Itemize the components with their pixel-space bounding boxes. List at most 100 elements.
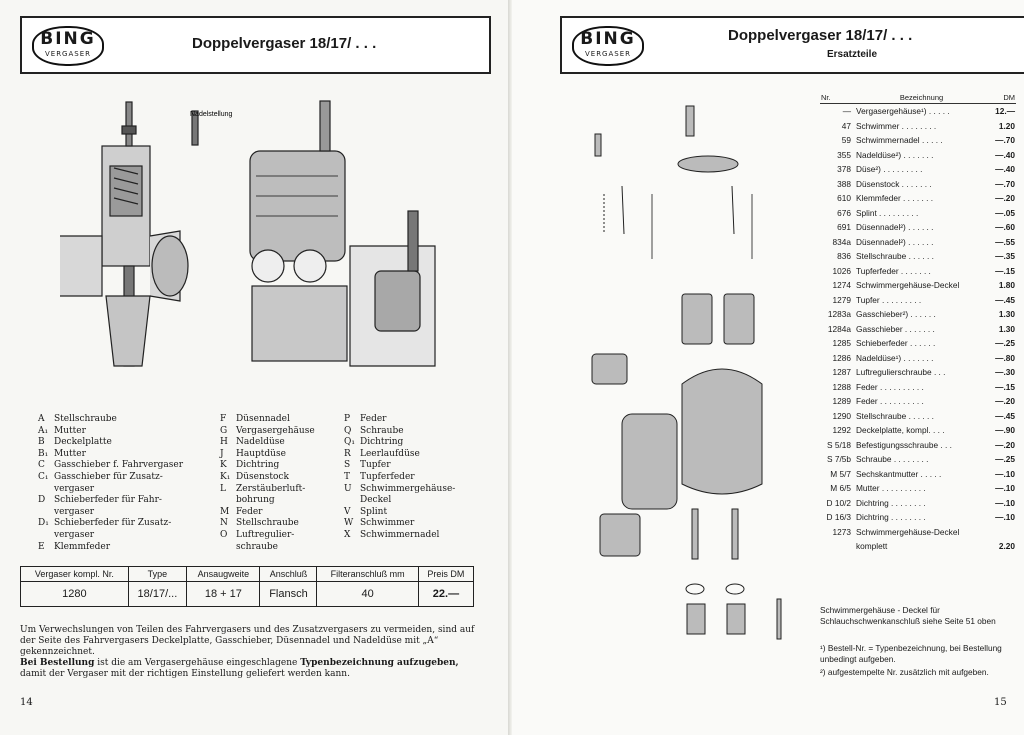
table-cell: —.15 [995, 381, 1015, 392]
table-cell: —.90 [995, 425, 1015, 436]
table-cell: 59 [841, 135, 851, 146]
table-cell: 1026 [832, 265, 851, 276]
table-cell: —.10 [995, 497, 1015, 508]
table-cell: 378 [837, 164, 851, 175]
table-cell: Schwimmernadel . . . . . [856, 135, 943, 146]
table-cell: Düsennadel²) . . . . . . [856, 236, 934, 247]
table-cell: —.20 [995, 396, 1015, 407]
column-header: Preis DM [417, 566, 475, 582]
table-cell: Nadeldüse¹) . . . . . . . [856, 352, 934, 363]
table-cell: 22.— [417, 581, 475, 607]
table-cell: —.15 [995, 265, 1015, 276]
logo-text: BING [40, 29, 96, 49]
table-cell: 1274 [832, 280, 851, 291]
logo-subtext: VERGASER [44, 50, 92, 58]
table-cell [988, 525, 1016, 540]
legend-item: vergaser [54, 529, 95, 540]
table-cell: 1288 [832, 381, 851, 392]
table-cell: Nadeldüse²) . . . . . . . [856, 149, 934, 160]
table-cell: 1285 [832, 338, 851, 349]
table-cell: —.10 [995, 468, 1015, 479]
table-cell: M 5/7 [830, 468, 851, 479]
column-header: Bezeichnung [855, 92, 988, 104]
bing-logo: BING VERGASER [572, 26, 644, 66]
legend-item: bohrung [236, 495, 275, 506]
table-cell: Dichtring . . . . . . . . [856, 497, 926, 508]
right-header: BING VERGASER Doppelvergaser 18/17/ . . … [560, 16, 1024, 74]
table-cell: 691 [837, 222, 851, 233]
page-number: 14 [20, 697, 33, 708]
table-cell: —.30 [995, 367, 1015, 378]
order-note: Bei Bestellung ist die am Vergasergehäus… [20, 658, 459, 679]
table-cell: 18 + 17 [186, 581, 261, 607]
table-cell: Dichtring . . . . . . . . [856, 512, 926, 523]
table-cell: M 6/5 [830, 483, 851, 494]
table-cell: 18/17/... [127, 581, 188, 607]
table-cell: —.25 [995, 338, 1015, 349]
table-cell: 12.— [995, 106, 1015, 117]
table-cell: Vergasergehäuse¹) . . . . . [856, 106, 950, 117]
footnote-1: ¹) Bestell-Nr. = Typenbezeichnung, bei B… [820, 643, 1002, 664]
page-title: Doppelvergaser 18/17/ . . . [728, 27, 913, 44]
table-cell: Tupferfeder . . . . . . . [856, 265, 931, 276]
table-cell: 1280 [20, 581, 129, 607]
table-cell: Gasschieber²) . . . . . . [856, 309, 936, 320]
note-text: Um Verwechslungen von Teilen des Fahrver… [20, 625, 475, 657]
table-cell: Splint . . . . . . . . . [856, 207, 919, 218]
parts-list-table: Nr. Bezeichnung DM —Vergasergehäuse¹) . … [820, 92, 1016, 554]
left-page: BING VERGASER Doppelvergaser 18/17/ . . … [20, 16, 491, 708]
page-number: 15 [994, 697, 1007, 708]
order-notes: Um Verwechslungen von Teilen des Fahrver… [20, 625, 480, 680]
table-cell: D 16/3 [826, 512, 851, 523]
table-cell: Stellschraube . . . . . . [856, 410, 934, 421]
svg-text:Nadelstellung: Nadelstellung [190, 111, 233, 118]
table-cell: S 7/5b [827, 454, 851, 465]
table-cell: Düsenstock . . . . . . . [856, 178, 932, 189]
table-cell [820, 539, 855, 554]
table-cell: 1.30 [998, 323, 1015, 334]
table-cell: —.25 [995, 454, 1015, 465]
table-cell: Befestigungsschraube . . . [856, 439, 952, 450]
legend-item: vergaser [54, 483, 95, 494]
table-cell: 1279 [832, 294, 851, 305]
column-header: DM [988, 92, 1016, 104]
table-cell: —.40 [995, 149, 1015, 160]
table-cell: 1289 [832, 396, 851, 407]
table-cell: —.10 [995, 483, 1015, 494]
table-cell: Schwimmergehäuse-Deckel [856, 280, 960, 291]
legend-item: schraube [236, 541, 279, 552]
legend-item: Deckel [360, 495, 392, 506]
table-cell: —.80 [995, 352, 1015, 363]
table-cell: 834a [832, 236, 851, 247]
